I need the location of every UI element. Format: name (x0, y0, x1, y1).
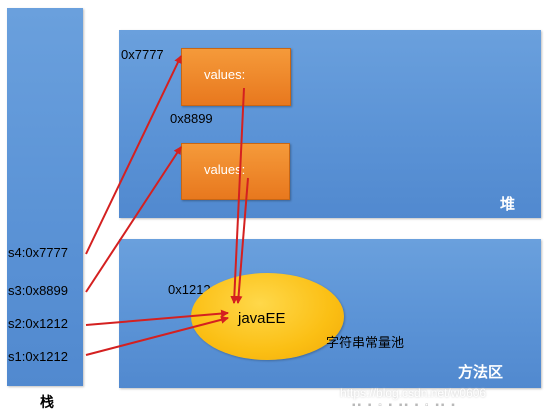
stack-region (7, 8, 83, 386)
stack-variable-s1: s1:0x1212 (8, 349, 68, 364)
method-area-label: 方法区 (458, 363, 504, 381)
stack-label: 栈 (40, 395, 54, 411)
object-address-label: 0x7777 (121, 47, 164, 62)
heap-label: 堆 (500, 195, 516, 213)
string-constant-value: javaEE (238, 310, 286, 327)
watermark-url: https://blog.csdn.net/w0606 (340, 386, 487, 400)
string-pool-label: 字符串常量池 (326, 336, 405, 351)
heap-object-0x8899: values: (181, 143, 290, 200)
stack-variable-s3: s3:0x8899 (8, 283, 68, 298)
object-field-label: values: (204, 162, 246, 177)
stack-variable-s4: s4:0x7777 (8, 245, 68, 260)
stack-variable-s2: s2:0x1212 (8, 316, 68, 331)
heap-object-0x7777: values: (181, 48, 291, 106)
watermark-stamp: ▪▪ ▪ ▫ ▪ ▪▪ ▪ ▫ ▪▪ ▪ (352, 400, 457, 411)
object-address-label: 0x8899 (170, 111, 213, 126)
object-field-label: values: (204, 67, 246, 82)
